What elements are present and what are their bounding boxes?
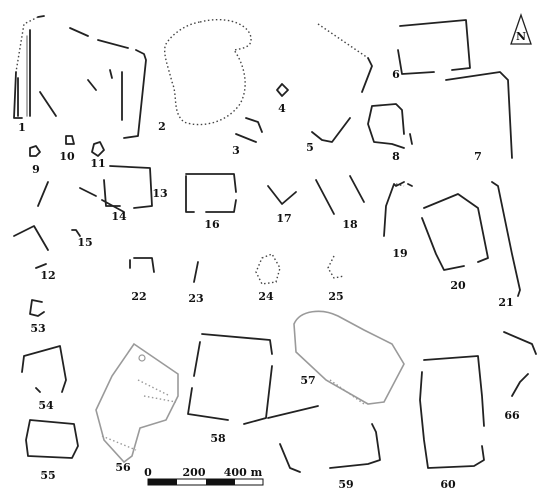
feature-1-outline bbox=[13, 15, 147, 139]
feature-10-outline bbox=[65, 135, 75, 145]
feature-53-outline bbox=[29, 299, 45, 317]
feature-19-outline bbox=[383, 181, 413, 237]
feature-label: 55 bbox=[40, 469, 55, 482]
feature-label: 11 bbox=[90, 157, 105, 170]
feature-label: 18 bbox=[342, 218, 358, 231]
feature-7-outline bbox=[445, 71, 513, 159]
feature-14-outline bbox=[79, 187, 125, 213]
feature-label: 20 bbox=[450, 279, 466, 292]
feature-label: 19 bbox=[392, 247, 407, 260]
feature-label: 5 bbox=[306, 141, 314, 154]
feature-label: 17 bbox=[276, 212, 291, 225]
feature-label: 15 bbox=[77, 236, 92, 249]
feature-5-outline bbox=[311, 23, 373, 143]
feature-16-outline bbox=[185, 173, 237, 213]
feature-8-outline bbox=[367, 103, 413, 149]
feature-label: 25 bbox=[328, 290, 343, 303]
feature-13-outline bbox=[103, 165, 153, 209]
scale-label-0: 0 bbox=[144, 466, 152, 479]
feature-17-outline bbox=[267, 185, 297, 205]
feature-18-outline bbox=[315, 175, 365, 215]
feature-11-outline bbox=[91, 141, 105, 157]
feature-label: 24 bbox=[258, 290, 274, 303]
feature-label: 8 bbox=[392, 150, 400, 163]
feature-label: 14 bbox=[111, 210, 127, 223]
scale-label-400: 400 m bbox=[224, 466, 263, 479]
feature-2-outline bbox=[163, 18, 252, 126]
feature-label: 53 bbox=[30, 322, 45, 335]
feature-outlines bbox=[13, 15, 537, 473]
feature-label: 60 bbox=[440, 478, 456, 491]
feature-label: 57 bbox=[300, 374, 315, 387]
feature-20-outline bbox=[421, 193, 489, 271]
feature-label: 6 bbox=[392, 68, 400, 81]
feature-59-outline bbox=[267, 405, 381, 473]
feature-label: 23 bbox=[188, 292, 203, 305]
feature-6-outline bbox=[397, 19, 471, 75]
scale-label-200: 200 bbox=[183, 466, 206, 479]
feature-label: 54 bbox=[38, 399, 54, 412]
feature-label: 1 bbox=[18, 121, 26, 134]
feature-label: 59 bbox=[338, 478, 353, 491]
feature-66-outline bbox=[503, 331, 537, 397]
feature-58-outline bbox=[187, 333, 273, 425]
feature-label: 12 bbox=[40, 269, 55, 282]
feature-label: 66 bbox=[504, 409, 520, 422]
feature-9-outline bbox=[29, 145, 41, 157]
feature-label: 2 bbox=[158, 120, 166, 133]
feature-54-outline bbox=[21, 345, 67, 393]
feature-label: 9 bbox=[32, 163, 40, 176]
feature-56-outline bbox=[95, 342, 179, 464]
feature-label: 7 bbox=[474, 150, 482, 163]
feature-label: 3 bbox=[232, 144, 240, 157]
feature-label: 16 bbox=[204, 218, 220, 231]
feature-55-outline bbox=[25, 419, 79, 459]
feature-label: 58 bbox=[210, 432, 226, 445]
feature-14-extra-stroke bbox=[37, 181, 49, 207]
feature-60-outline bbox=[419, 355, 485, 469]
feature-15-outline bbox=[71, 229, 81, 237]
feature-label: 13 bbox=[152, 187, 167, 200]
feature-21-outline bbox=[491, 181, 521, 297]
scale-bar: 0 200 400 m bbox=[144, 466, 264, 486]
feature-12-outline bbox=[13, 225, 49, 269]
feature-24-outline bbox=[255, 253, 281, 285]
north-label: N bbox=[516, 30, 526, 43]
feature-label: 56 bbox=[115, 461, 131, 474]
feature-23-outline bbox=[193, 261, 199, 283]
north-arrow: N bbox=[510, 13, 532, 45]
feature-25-outline bbox=[327, 255, 345, 279]
feature-3-outline bbox=[235, 117, 263, 143]
feature-label: 4 bbox=[278, 102, 286, 115]
feature-labels: 1 2 3 4 5 6 7 8 9 10 11 12 13 14 15 16 1… bbox=[18, 68, 520, 491]
feature-4-outline bbox=[276, 83, 289, 97]
feature-57-outline bbox=[293, 310, 405, 405]
feature-22-outline bbox=[129, 257, 155, 273]
feature-label: 10 bbox=[59, 150, 75, 163]
feature-label: 22 bbox=[131, 290, 146, 303]
feature-label: 21 bbox=[498, 296, 513, 309]
